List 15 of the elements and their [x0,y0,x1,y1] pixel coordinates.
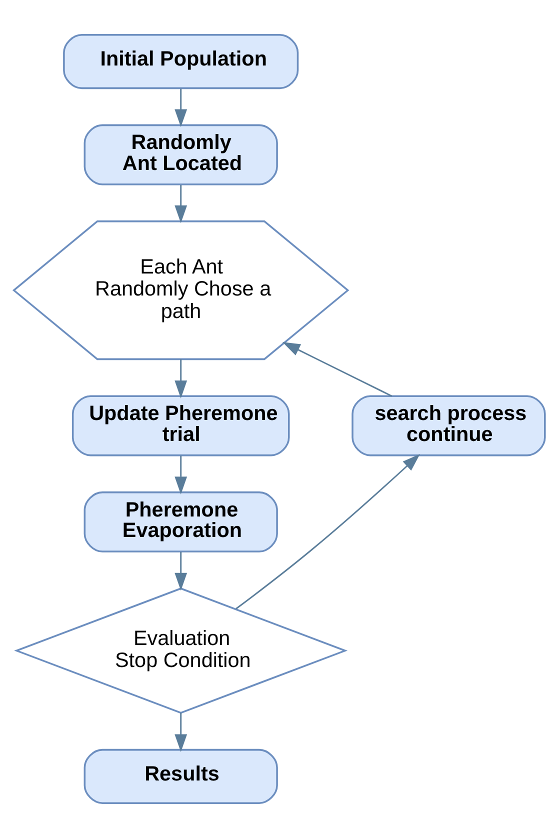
node-box: Randomly Ant Located [84,124,278,186]
arrow [174,712,188,752]
arrow [174,359,188,398]
node-box: Initial Population [63,34,299,90]
node-box: search process continue [352,395,546,456]
node-box: Pheremone Evaporation [84,491,278,552]
node-box: Results [84,748,278,804]
node-diamond: Evaluation Stop Condition [14,588,348,714]
arrow [236,454,420,610]
arrow [174,456,188,494]
arrow [282,342,392,397]
arrow [174,185,188,224]
arrow [174,552,188,591]
node-box: Update Pheremone trial [72,395,290,456]
arrow [174,88,188,127]
